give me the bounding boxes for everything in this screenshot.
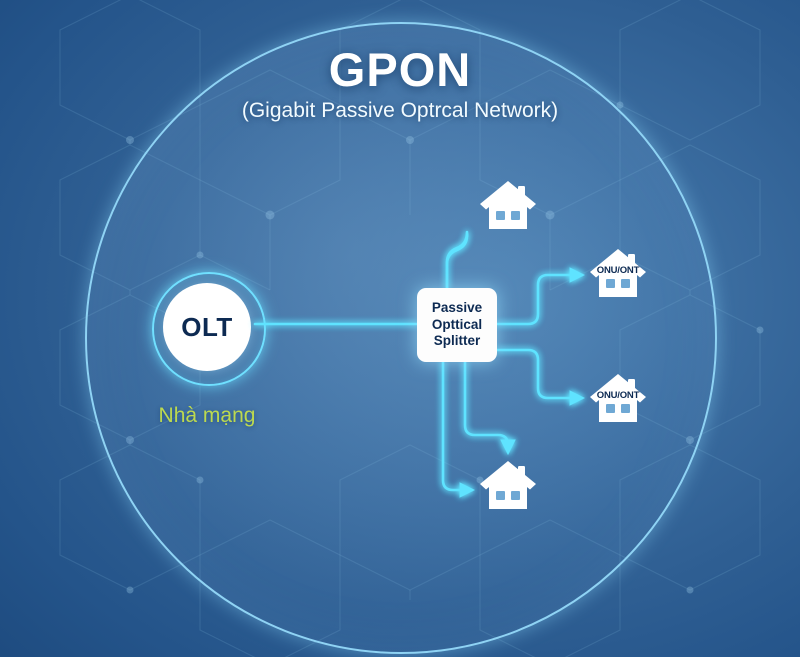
olt-ring bbox=[152, 272, 266, 386]
house-node-onu2[interactable]: ONU/ONT bbox=[588, 371, 648, 427]
house-icon bbox=[590, 374, 646, 422]
house-node-top[interactable] bbox=[478, 178, 538, 234]
house-label: ONU/ONT bbox=[596, 390, 640, 401]
olt-caption: Nhà mạng bbox=[158, 404, 256, 427]
house-icon bbox=[480, 181, 536, 229]
page-subtitle: (Gigabit Passive Optrcal Network) bbox=[241, 99, 559, 122]
olt-node[interactable]: OLT bbox=[163, 283, 251, 371]
house-node-onu1[interactable]: ONU/ONT bbox=[588, 246, 648, 302]
house-icon bbox=[590, 249, 646, 297]
link-splitter-onu1 bbox=[495, 267, 586, 326]
passive-optical-splitter-node[interactable]: Passive Opttical Splitter bbox=[417, 288, 497, 362]
house-label: ONU/ONT bbox=[596, 265, 640, 276]
link-splitter-onu2 bbox=[495, 348, 586, 406]
house-icon bbox=[480, 461, 536, 509]
page-title: GPON bbox=[328, 43, 472, 96]
house-node-bottom[interactable] bbox=[478, 458, 538, 514]
link-splitter-house-bottom-left bbox=[441, 360, 476, 498]
splitter-label-line1: Passive bbox=[431, 300, 483, 316]
olt-label: OLT bbox=[181, 311, 233, 342]
splitter-label-line3: Splitter bbox=[433, 333, 481, 349]
splitter-label-line2: Opttical bbox=[431, 316, 483, 332]
link-splitter-house-bottom-top bbox=[463, 360, 516, 456]
link-splitter-house-top bbox=[445, 230, 469, 290]
